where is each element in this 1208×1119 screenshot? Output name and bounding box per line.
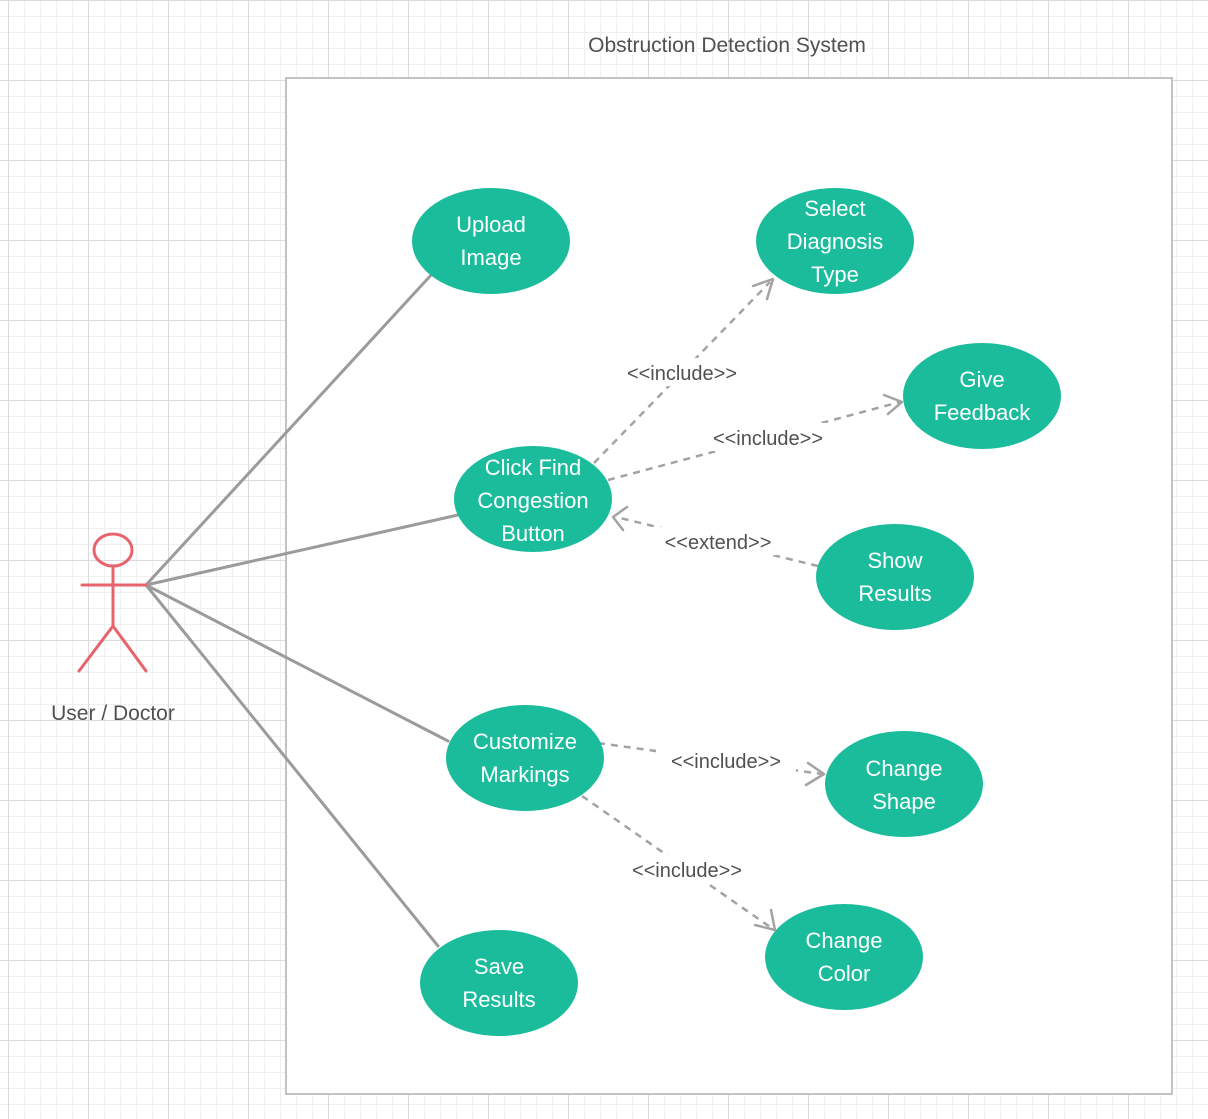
label-bg — [612, 358, 752, 386]
include-give-feedback-line — [607, 400, 901, 482]
include-give-feedback-arrowhead — [882, 393, 904, 416]
use-case-label-line: Upload — [456, 212, 526, 237]
use-case-customize-markings[interactable]: Customize Markings — [446, 705, 604, 811]
actor-user-doctor[interactable]: User / Doctor — [51, 532, 175, 725]
use-case-label-line: Results — [462, 987, 535, 1012]
use-case-label-line: Select — [804, 196, 865, 221]
use-case-label-line: Customize — [473, 729, 577, 754]
use-case-ellipse[interactable] — [903, 343, 1061, 449]
use-case-label-line: Feedback — [934, 400, 1032, 425]
include-label-give-feedback: <<include>> — [713, 428, 823, 450]
actor-head-icon — [92, 532, 134, 568]
system-title: Obstruction Detection System — [588, 34, 866, 57]
label-bg — [650, 527, 786, 555]
use-case-ellipse[interactable] — [446, 705, 604, 811]
extend-show-results-line — [615, 515, 819, 568]
actor-label: User / Doctor — [51, 702, 175, 725]
label-bg — [698, 423, 838, 451]
association-save-results — [144, 583, 440, 948]
association-upload-image — [144, 272, 434, 587]
label-bg — [656, 746, 796, 774]
use-case-upload-image[interactable]: Upload Image — [412, 188, 570, 294]
extend-label-show-results: <<extend>> — [665, 532, 772, 554]
use-case-label-line: Color — [818, 961, 871, 986]
association-customize-markings — [144, 583, 450, 743]
use-case-ellipse[interactable] — [454, 446, 612, 552]
use-case-ellipse[interactable] — [420, 930, 578, 1036]
use-case-label-line: Markings — [480, 762, 569, 787]
use-case-label-line: Diagnosis — [787, 229, 884, 254]
use-case-label-line: Give — [959, 367, 1004, 392]
include-label-change-color: <<include>> — [632, 860, 742, 882]
include-select-diagnosis-line — [593, 281, 771, 464]
use-case-label-line: Change — [805, 928, 882, 953]
relationship-labels: <<include>> <<include>> <<extend>> <<inc… — [612, 358, 838, 883]
use-case-give-feedback[interactable]: Give Feedback — [903, 343, 1061, 449]
use-case-ellipse[interactable] — [756, 188, 914, 294]
label-bg — [617, 855, 757, 883]
include-label-change-shape: <<include>> — [671, 751, 781, 773]
include-label-select-diagnosis: <<include>> — [627, 363, 737, 385]
use-case-ellipse[interactable] — [825, 731, 983, 837]
use-case-label-line: Button — [501, 521, 565, 546]
use-case-label-line: Show — [867, 548, 922, 573]
use-case-label-line: Change — [865, 756, 942, 781]
use-case-ellipse[interactable] — [412, 188, 570, 294]
use-case-label-line: Type — [811, 262, 859, 287]
use-case-change-color[interactable]: Change Color — [765, 904, 923, 1010]
use-case-save-results[interactable]: Save Results — [420, 930, 578, 1036]
actor-left-leg — [77, 624, 115, 673]
use-case-click-find-congestion-button[interactable]: Click Find Congestion Button — [454, 446, 612, 552]
extend-show-results-arrowhead — [611, 505, 629, 532]
association-click-find-congestion — [144, 513, 460, 587]
include-select-diagnosis-arrowhead — [751, 277, 775, 301]
actor-associations — [144, 272, 460, 948]
use-case-ellipse[interactable] — [765, 904, 923, 1010]
actor-right-leg — [111, 624, 148, 673]
use-case-label-line: Image — [460, 245, 521, 270]
use-case-label-line: Save — [474, 954, 524, 979]
use-case-label-line: Click Find — [485, 455, 582, 480]
use-case-show-results[interactable]: Show Results — [816, 524, 974, 630]
include-change-shape-arrowhead — [804, 761, 826, 787]
use-case-label-line: Shape — [872, 789, 936, 814]
use-case-select-diagnosis-type[interactable]: Select Diagnosis Type — [756, 188, 914, 294]
include-change-color-arrowhead — [753, 908, 777, 932]
use-case-ellipse[interactable] — [816, 524, 974, 630]
use-case-change-shape[interactable]: Change Shape — [825, 731, 983, 837]
use-case-label-line: Congestion — [477, 488, 588, 513]
use-case-label-line: Results — [858, 581, 931, 606]
